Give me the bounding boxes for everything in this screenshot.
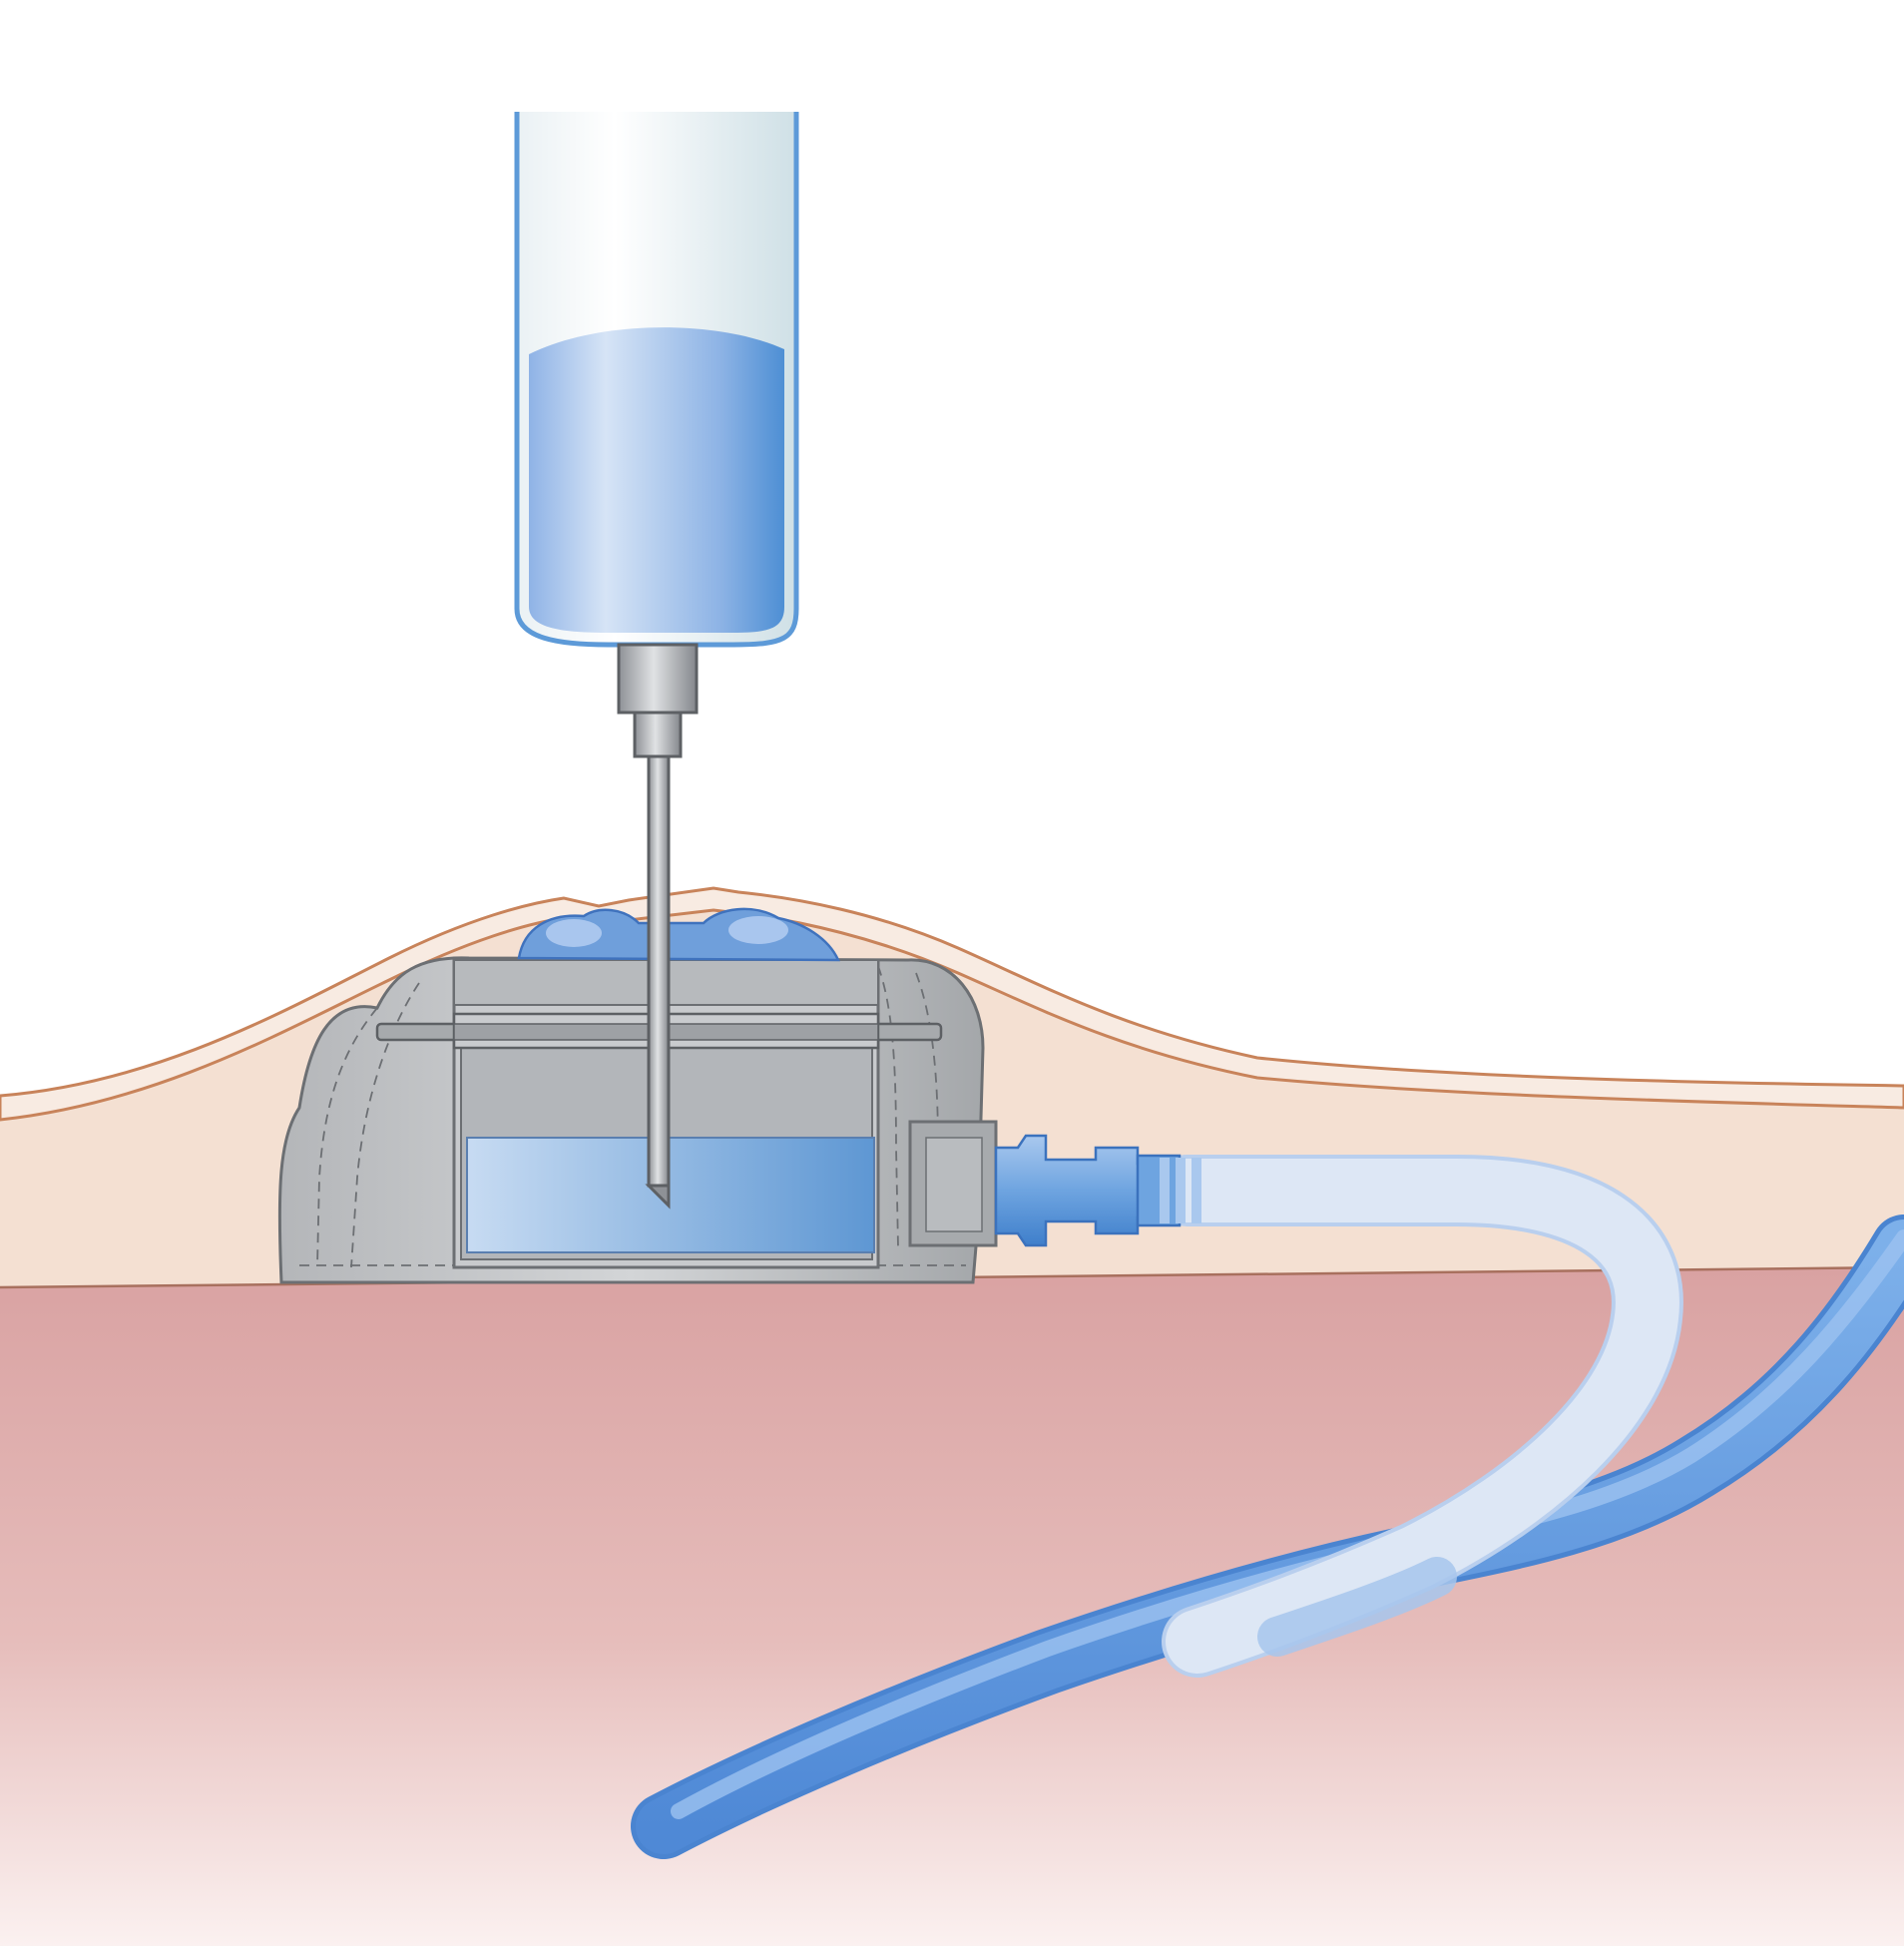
catheter-connector <box>908 1120 1201 1247</box>
septum <box>517 907 840 962</box>
muscle-layer <box>0 1267 1904 1946</box>
syringe <box>514 112 799 648</box>
needle <box>617 643 699 1210</box>
catheter <box>1152 1155 1683 1678</box>
